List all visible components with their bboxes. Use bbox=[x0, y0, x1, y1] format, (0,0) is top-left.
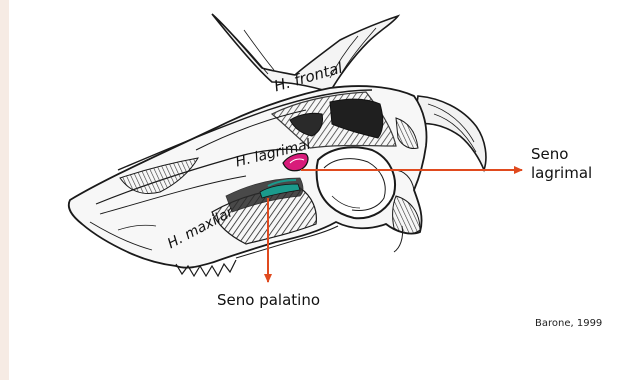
lacrimal-sinus-label: Seno lagrimal bbox=[531, 145, 592, 183]
lacrimal-sinus-label-line1: Seno bbox=[531, 145, 592, 164]
lacrimal-sinus-label-line2: lagrimal bbox=[531, 164, 592, 183]
source-credit: Barone, 1999 bbox=[535, 318, 602, 329]
palatine-sinus-label: Seno palatino bbox=[217, 291, 320, 310]
